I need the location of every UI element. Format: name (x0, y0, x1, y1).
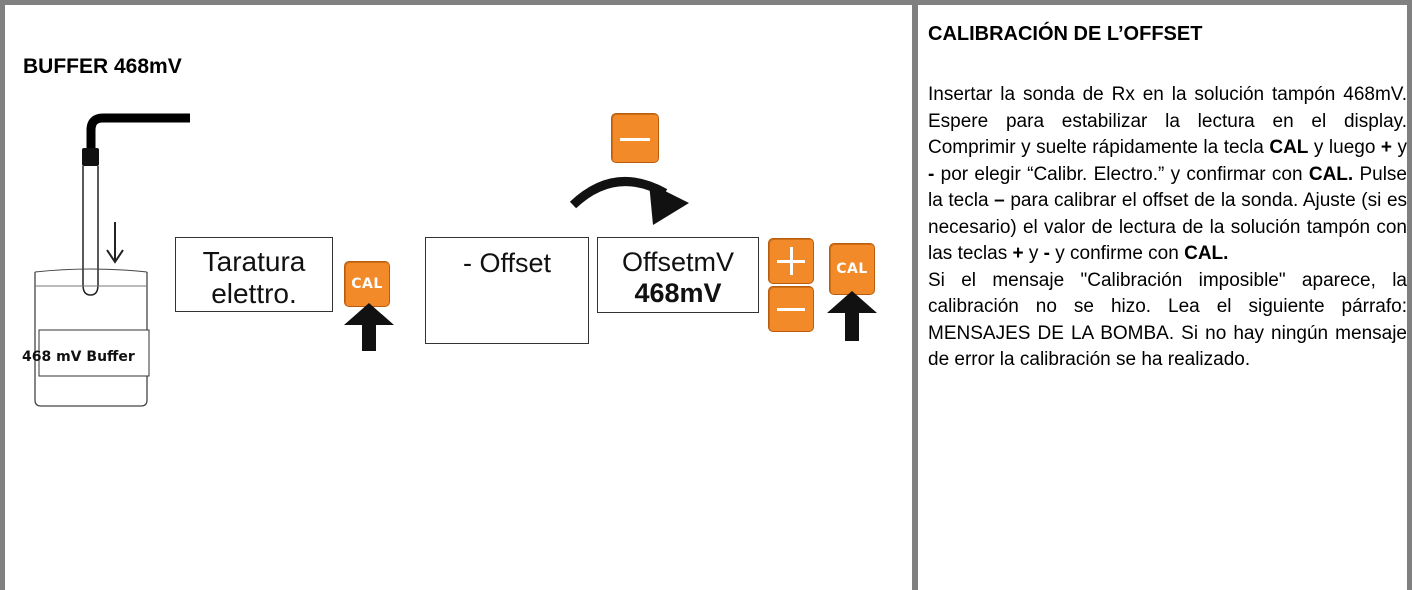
key-name-emphasis: + (1380, 137, 1392, 158)
key-name-emphasis: – (994, 190, 1005, 211)
up-arrow-icon (827, 291, 877, 341)
display-offset-menu (425, 237, 589, 344)
instructions-text: y luego (1308, 137, 1381, 158)
display-calibration-line2: elettro. (211, 278, 297, 309)
curved-arrow-icon (569, 177, 689, 225)
instructions-panel: CALIBRACIÓN DE L’OFFSET Insertar la sond… (918, 5, 1407, 590)
key-name-emphasis: - (928, 163, 935, 185)
instructions-text: y (1023, 243, 1044, 264)
down-arrow-icon (106, 222, 124, 264)
key-name-emphasis: CAL (1269, 137, 1309, 158)
instructions-text: por elegir “Calibr. Electro.” y confirma… (934, 163, 1309, 185)
display-offset-menu-line1: - Offset (462, 248, 552, 278)
cal-key[interactable]: CAL (344, 261, 390, 307)
instructions-paragraph-2: Si el mensaje "Calibración imposible" ap… (928, 269, 1407, 371)
display-calibration-line1: Taratura (202, 246, 306, 277)
column-divider (912, 0, 918, 590)
display-calibration (175, 237, 333, 312)
beaker-label-box (38, 329, 150, 377)
instructions-text: para calibrar el offset de la sonda. Aju… (928, 190, 1408, 264)
plus-key[interactable] (768, 238, 814, 284)
instructions-text: Insertar la sonda de Rx en la solución t… (928, 84, 1407, 158)
probe-beaker-illustration (34, 113, 190, 407)
minus-key[interactable] (611, 113, 659, 163)
up-arrow-icon (344, 303, 394, 351)
display-offset-value-text: 468mV (634, 278, 722, 308)
probe-cable (86, 113, 190, 150)
beaker (34, 272, 148, 407)
instructions-body: Insertar la sonda de Rx en la solución t… (928, 82, 1407, 374)
instructions-text: y (1392, 137, 1407, 158)
display-offset-value (597, 237, 759, 313)
cal-key-confirm[interactable]: CAL (829, 243, 875, 295)
key-name-emphasis: + (1012, 243, 1024, 264)
beaker-label: 468 mV Buffer (22, 349, 135, 365)
instructions-text: Pulse la tecla (928, 163, 1407, 212)
probe-head (82, 148, 99, 166)
instructions-text: y confirme con (1049, 243, 1185, 264)
illustration-panel: BUFFER 468mV 468 mV Buffer Taratura elet… (5, 5, 912, 590)
instructions-paragraph-1: Insertar la sonda de Rx en la solución t… (928, 82, 1407, 268)
key-name-emphasis: CAL. (1308, 163, 1354, 185)
key-name-emphasis: CAL. (1184, 243, 1229, 264)
buffer-title: BUFFER 468mV (23, 55, 182, 78)
display-offset-label: OffsetmV (621, 247, 735, 277)
instructions-title: CALIBRACIÓN DE L’OFFSET (928, 23, 1203, 45)
key-name-emphasis: - (1043, 243, 1050, 264)
minus-key-right[interactable] (768, 286, 814, 332)
probe-body (82, 166, 99, 296)
